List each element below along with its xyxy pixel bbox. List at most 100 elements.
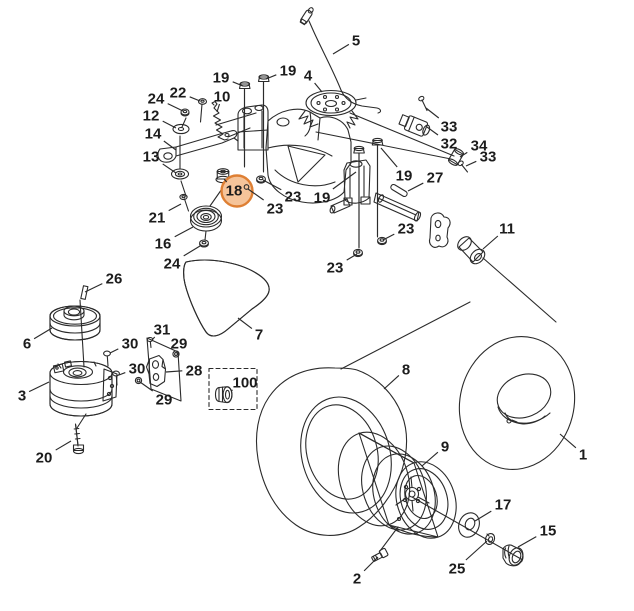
part-number-label[interactable]: 1 <box>579 446 587 463</box>
part-number-label[interactable]: 15 <box>540 522 557 539</box>
part-number-label[interactable]: 23 <box>267 200 284 217</box>
callout-19[interactable]: 19 <box>314 171 357 206</box>
part-number-label[interactable]: 19 <box>314 189 331 206</box>
callout-6[interactable]: 6 <box>23 327 53 352</box>
part-number-label[interactable]: 33 <box>480 148 497 165</box>
highlight-circle-part-18[interactable] <box>220 174 254 208</box>
callout-22[interactable]: 22 <box>170 84 201 102</box>
part-number-label[interactable]: 30 <box>122 335 139 352</box>
callout-23[interactable]: 23 <box>327 253 358 276</box>
callout-15[interactable]: 15 <box>517 522 557 548</box>
part-number-label[interactable]: 11 <box>499 220 515 237</box>
callout-24[interactable]: 24 <box>148 90 184 112</box>
part-number-label[interactable]: 100 <box>232 374 257 391</box>
part-number-label[interactable]: 13 <box>143 148 160 165</box>
part-number-label[interactable]: 21 <box>149 209 166 226</box>
callout-33[interactable]: 33 <box>465 148 497 167</box>
part-number-label[interactable]: 10 <box>214 88 231 105</box>
part-number-label[interactable]: 24 <box>148 90 165 107</box>
callout-16[interactable]: 16 <box>155 226 194 252</box>
callout-11[interactable]: 11 <box>482 220 515 250</box>
callout-18-highlighted[interactable]: 18 <box>223 178 243 199</box>
callout-12[interactable]: 12 <box>143 107 177 129</box>
part-number-label[interactable]: 17 <box>495 496 512 513</box>
part-number-label[interactable]: 16 <box>155 235 172 252</box>
part-number-label[interactable]: 7 <box>255 326 263 343</box>
part-number-label[interactable]: 29 <box>156 391 173 408</box>
callout-leader-line <box>151 336 156 341</box>
screw-33-drawings <box>418 95 469 173</box>
callout-24[interactable]: 24 <box>164 245 201 272</box>
callout-10[interactable]: 10 <box>214 88 231 113</box>
callout-25[interactable]: 25 <box>449 540 488 577</box>
callout-100[interactable]: 100 <box>230 374 258 392</box>
part-number-label[interactable]: 26 <box>106 270 123 287</box>
pin-27-drawing <box>390 183 408 198</box>
part-number-label[interactable]: 14 <box>145 125 162 142</box>
callout-30[interactable]: 30 <box>109 335 139 354</box>
part-number-label[interactable]: 32 <box>441 135 458 152</box>
part-number-label[interactable]: 28 <box>186 362 203 379</box>
part-number-label[interactable]: 6 <box>23 335 31 352</box>
part-number-label[interactable]: 9 <box>441 438 449 455</box>
callout-19[interactable]: 19 <box>380 147 413 184</box>
nut-24-top-drawing <box>180 108 190 117</box>
callout-13[interactable]: 13 <box>143 148 177 174</box>
callout-3[interactable]: 3 <box>18 381 50 404</box>
callout-1[interactable]: 1 <box>559 433 587 463</box>
part-number-label[interactable]: 23 <box>327 259 344 276</box>
callout-19[interactable]: 19 <box>265 62 297 80</box>
callout-23[interactable]: 23 <box>262 179 302 205</box>
part-number-label[interactable]: 5 <box>352 32 360 49</box>
callout-31[interactable]: 31 <box>151 321 171 341</box>
callout-7[interactable]: 7 <box>237 317 263 343</box>
part-number-label[interactable]: 18 <box>226 182 243 199</box>
callout-23[interactable]: 23 <box>382 220 415 241</box>
callout-8[interactable]: 8 <box>383 361 410 390</box>
callout-34[interactable]: 34 <box>459 137 488 158</box>
part-number-label[interactable]: 34 <box>471 137 488 154</box>
callout-2[interactable]: 2 <box>353 556 379 587</box>
callout-leader-line <box>183 245 201 257</box>
rim-9-drawing <box>337 431 457 539</box>
callout-leader-line <box>139 381 154 392</box>
callout-5[interactable]: 5 <box>332 32 360 55</box>
part-number-label[interactable]: 4 <box>304 67 313 84</box>
callout-29[interactable]: 29 <box>171 335 188 352</box>
part-number-label[interactable]: 27 <box>427 169 444 186</box>
part-number-label[interactable]: 2 <box>353 570 361 587</box>
part-number-label[interactable]: 8 <box>402 361 410 378</box>
callout-27[interactable]: 27 <box>407 169 444 192</box>
callout-20[interactable]: 20 <box>36 440 72 466</box>
part-number-label[interactable]: 3 <box>18 387 26 404</box>
callout-14[interactable]: 14 <box>145 125 177 151</box>
part-number-label[interactable]: 19 <box>396 167 413 184</box>
part-number-label[interactable]: 29 <box>171 335 188 352</box>
callout-28[interactable]: 28 <box>165 362 203 379</box>
callout-19[interactable]: 19 <box>213 69 244 87</box>
part-number-label[interactable]: 19 <box>213 69 230 86</box>
callout-21[interactable]: 21 <box>149 203 182 226</box>
part-number-label[interactable]: 23 <box>398 220 415 237</box>
callout-30[interactable]: 30 <box>118 360 146 377</box>
callout-4[interactable]: 4 <box>304 67 323 93</box>
part-number-label[interactable]: 23 <box>285 188 302 205</box>
callout-23[interactable]: 23 <box>247 188 284 217</box>
callout-32[interactable]: 32 <box>426 126 458 152</box>
part-number-label[interactable]: 31 <box>154 321 171 338</box>
callout-17[interactable]: 17 <box>474 496 512 522</box>
callout-26[interactable]: 26 <box>84 270 123 293</box>
part-number-label[interactable]: 30 <box>129 360 146 377</box>
part-number-label[interactable]: 25 <box>449 560 466 577</box>
callout-33[interactable]: 33 <box>425 107 458 135</box>
part-number-label[interactable]: 12 <box>143 107 160 124</box>
callout-29[interactable]: 29 <box>139 381 173 408</box>
part-number-label[interactable]: 20 <box>36 449 53 466</box>
bolt-21-drawing <box>179 193 190 212</box>
part-number-label[interactable]: 19 <box>280 62 297 79</box>
part-number-label[interactable]: 22 <box>170 84 187 101</box>
callout-9[interactable]: 9 <box>421 438 449 467</box>
part-number-label[interactable]: 24 <box>164 255 181 272</box>
part-number-label[interactable]: 33 <box>441 118 458 135</box>
callout-leader-line <box>459 151 468 158</box>
